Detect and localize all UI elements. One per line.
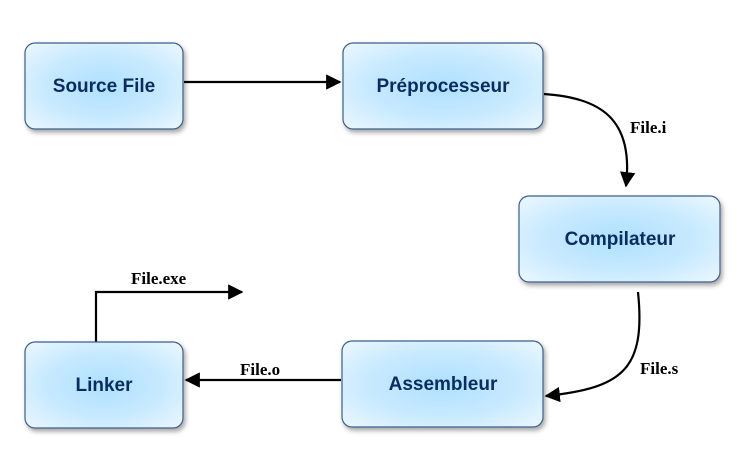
edge-label-file-exe: File.exe	[131, 269, 187, 288]
edge-label-file-o: File.o	[240, 360, 280, 379]
node-preprocesseur: Préprocesseur	[342, 42, 544, 130]
node-source-file: Source File	[24, 42, 184, 130]
arrow-compilateur-to-assembleur	[544, 291, 641, 403]
node-linker-label: Linker	[75, 375, 133, 396]
arrow-preprocesseur-to-compilateur	[543, 92, 636, 188]
node-preprocesseur-label: Préprocesseur	[376, 76, 510, 97]
edge-label-file-i: File.i	[630, 118, 667, 137]
node-compilateur: Compilateur	[518, 195, 721, 283]
edge-label-file-s: File.s	[640, 359, 679, 378]
node-linker: Linker	[24, 341, 184, 429]
node-assembleur: Assembleur	[341, 340, 544, 428]
node-compilateur-label: Compilateur	[565, 229, 676, 250]
node-assembleur-label: Assembleur	[389, 374, 498, 395]
arrow-linker-to-output	[94, 284, 244, 342]
node-source-file-label: Source File	[53, 76, 155, 97]
